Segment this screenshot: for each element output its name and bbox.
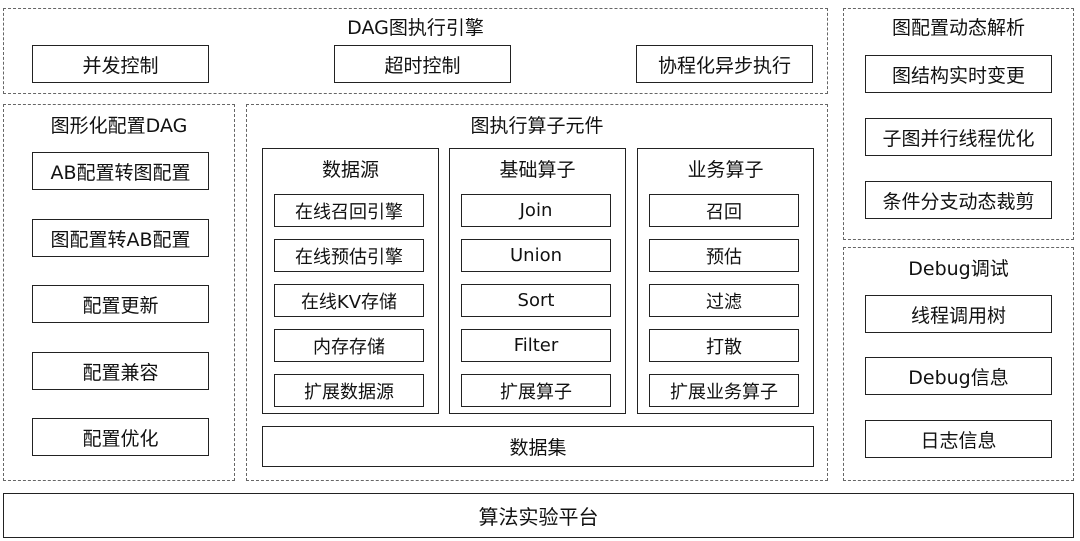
coroutine-async-box: 协程化异步执行 <box>636 45 813 83</box>
online-kv-storage-box: 在线KV存储 <box>274 284 424 317</box>
extend-business-operator-box: 扩展业务算子 <box>649 374 799 407</box>
config-optimize-box: 配置优化 <box>32 418 209 456</box>
filter-box: 过滤 <box>649 284 799 317</box>
debug-group: Debug调试 <box>843 247 1074 481</box>
debug-title: Debug调试 <box>908 258 1009 280</box>
graph-config-dynamic-title: 图配置动态解析 <box>891 17 1025 39</box>
extend-operator-box: 扩展算子 <box>461 374 611 407</box>
dag-engine-group: DAG图执行引擎 <box>3 8 828 94</box>
concurrency-control-box: 并发控制 <box>32 45 209 83</box>
recall-box: 召回 <box>649 194 799 227</box>
join-operator-box: Join <box>461 194 611 227</box>
online-predict-engine-box: 在线预估引擎 <box>274 239 424 272</box>
datasource-title: 数据源 <box>321 159 379 181</box>
shuffle-box: 打散 <box>649 329 799 362</box>
graphical-dag-title: 图形化配置DAG <box>50 115 188 137</box>
dataset-box: 数据集 <box>262 426 814 467</box>
config-update-box: 配置更新 <box>32 285 209 323</box>
debug-info-box: Debug信息 <box>865 357 1052 395</box>
business-operator-title: 业务算子 <box>687 159 764 181</box>
online-recall-engine-box: 在线召回引擎 <box>274 194 424 227</box>
ab-to-graph-box: AB配置转图配置 <box>32 152 209 190</box>
graphical-dag-group: 图形化配置DAG <box>3 104 235 481</box>
datasource-column: 数据源 <box>262 148 439 414</box>
operator-components-group: 图执行算子元件 <box>246 104 828 481</box>
config-compat-box: 配置兼容 <box>32 352 209 390</box>
union-operator-box: Union <box>461 239 611 272</box>
subgraph-parallel-box: 子图并行线程优化 <box>865 118 1052 156</box>
business-operator-column: 业务算子 <box>637 148 814 414</box>
extend-datasource-box: 扩展数据源 <box>274 374 424 407</box>
sort-operator-box: Sort <box>461 284 611 317</box>
basic-operator-title: 基础算子 <box>499 159 576 181</box>
log-info-box: 日志信息 <box>865 420 1052 458</box>
graph-to-ab-box: 图配置转AB配置 <box>32 219 209 257</box>
graph-structure-realtime-box: 图结构实时变更 <box>865 55 1052 93</box>
filter-operator-box: Filter <box>461 329 611 362</box>
predict-box: 预估 <box>649 239 799 272</box>
thread-call-tree-box: 线程调用树 <box>865 295 1052 333</box>
dag-engine-title: DAG图执行引擎 <box>347 17 484 39</box>
graph-config-dynamic-group: 图配置动态解析 <box>843 8 1074 240</box>
memory-storage-box: 内存存储 <box>274 329 424 362</box>
operator-components-title: 图执行算子元件 <box>470 115 604 137</box>
conditional-branch-box: 条件分支动态裁剪 <box>865 181 1052 219</box>
algorithm-platform-bar: 算法实验平台 <box>3 493 1074 538</box>
basic-operator-column: 基础算子 <box>449 148 626 414</box>
timeout-control-box: 超时控制 <box>334 45 511 83</box>
